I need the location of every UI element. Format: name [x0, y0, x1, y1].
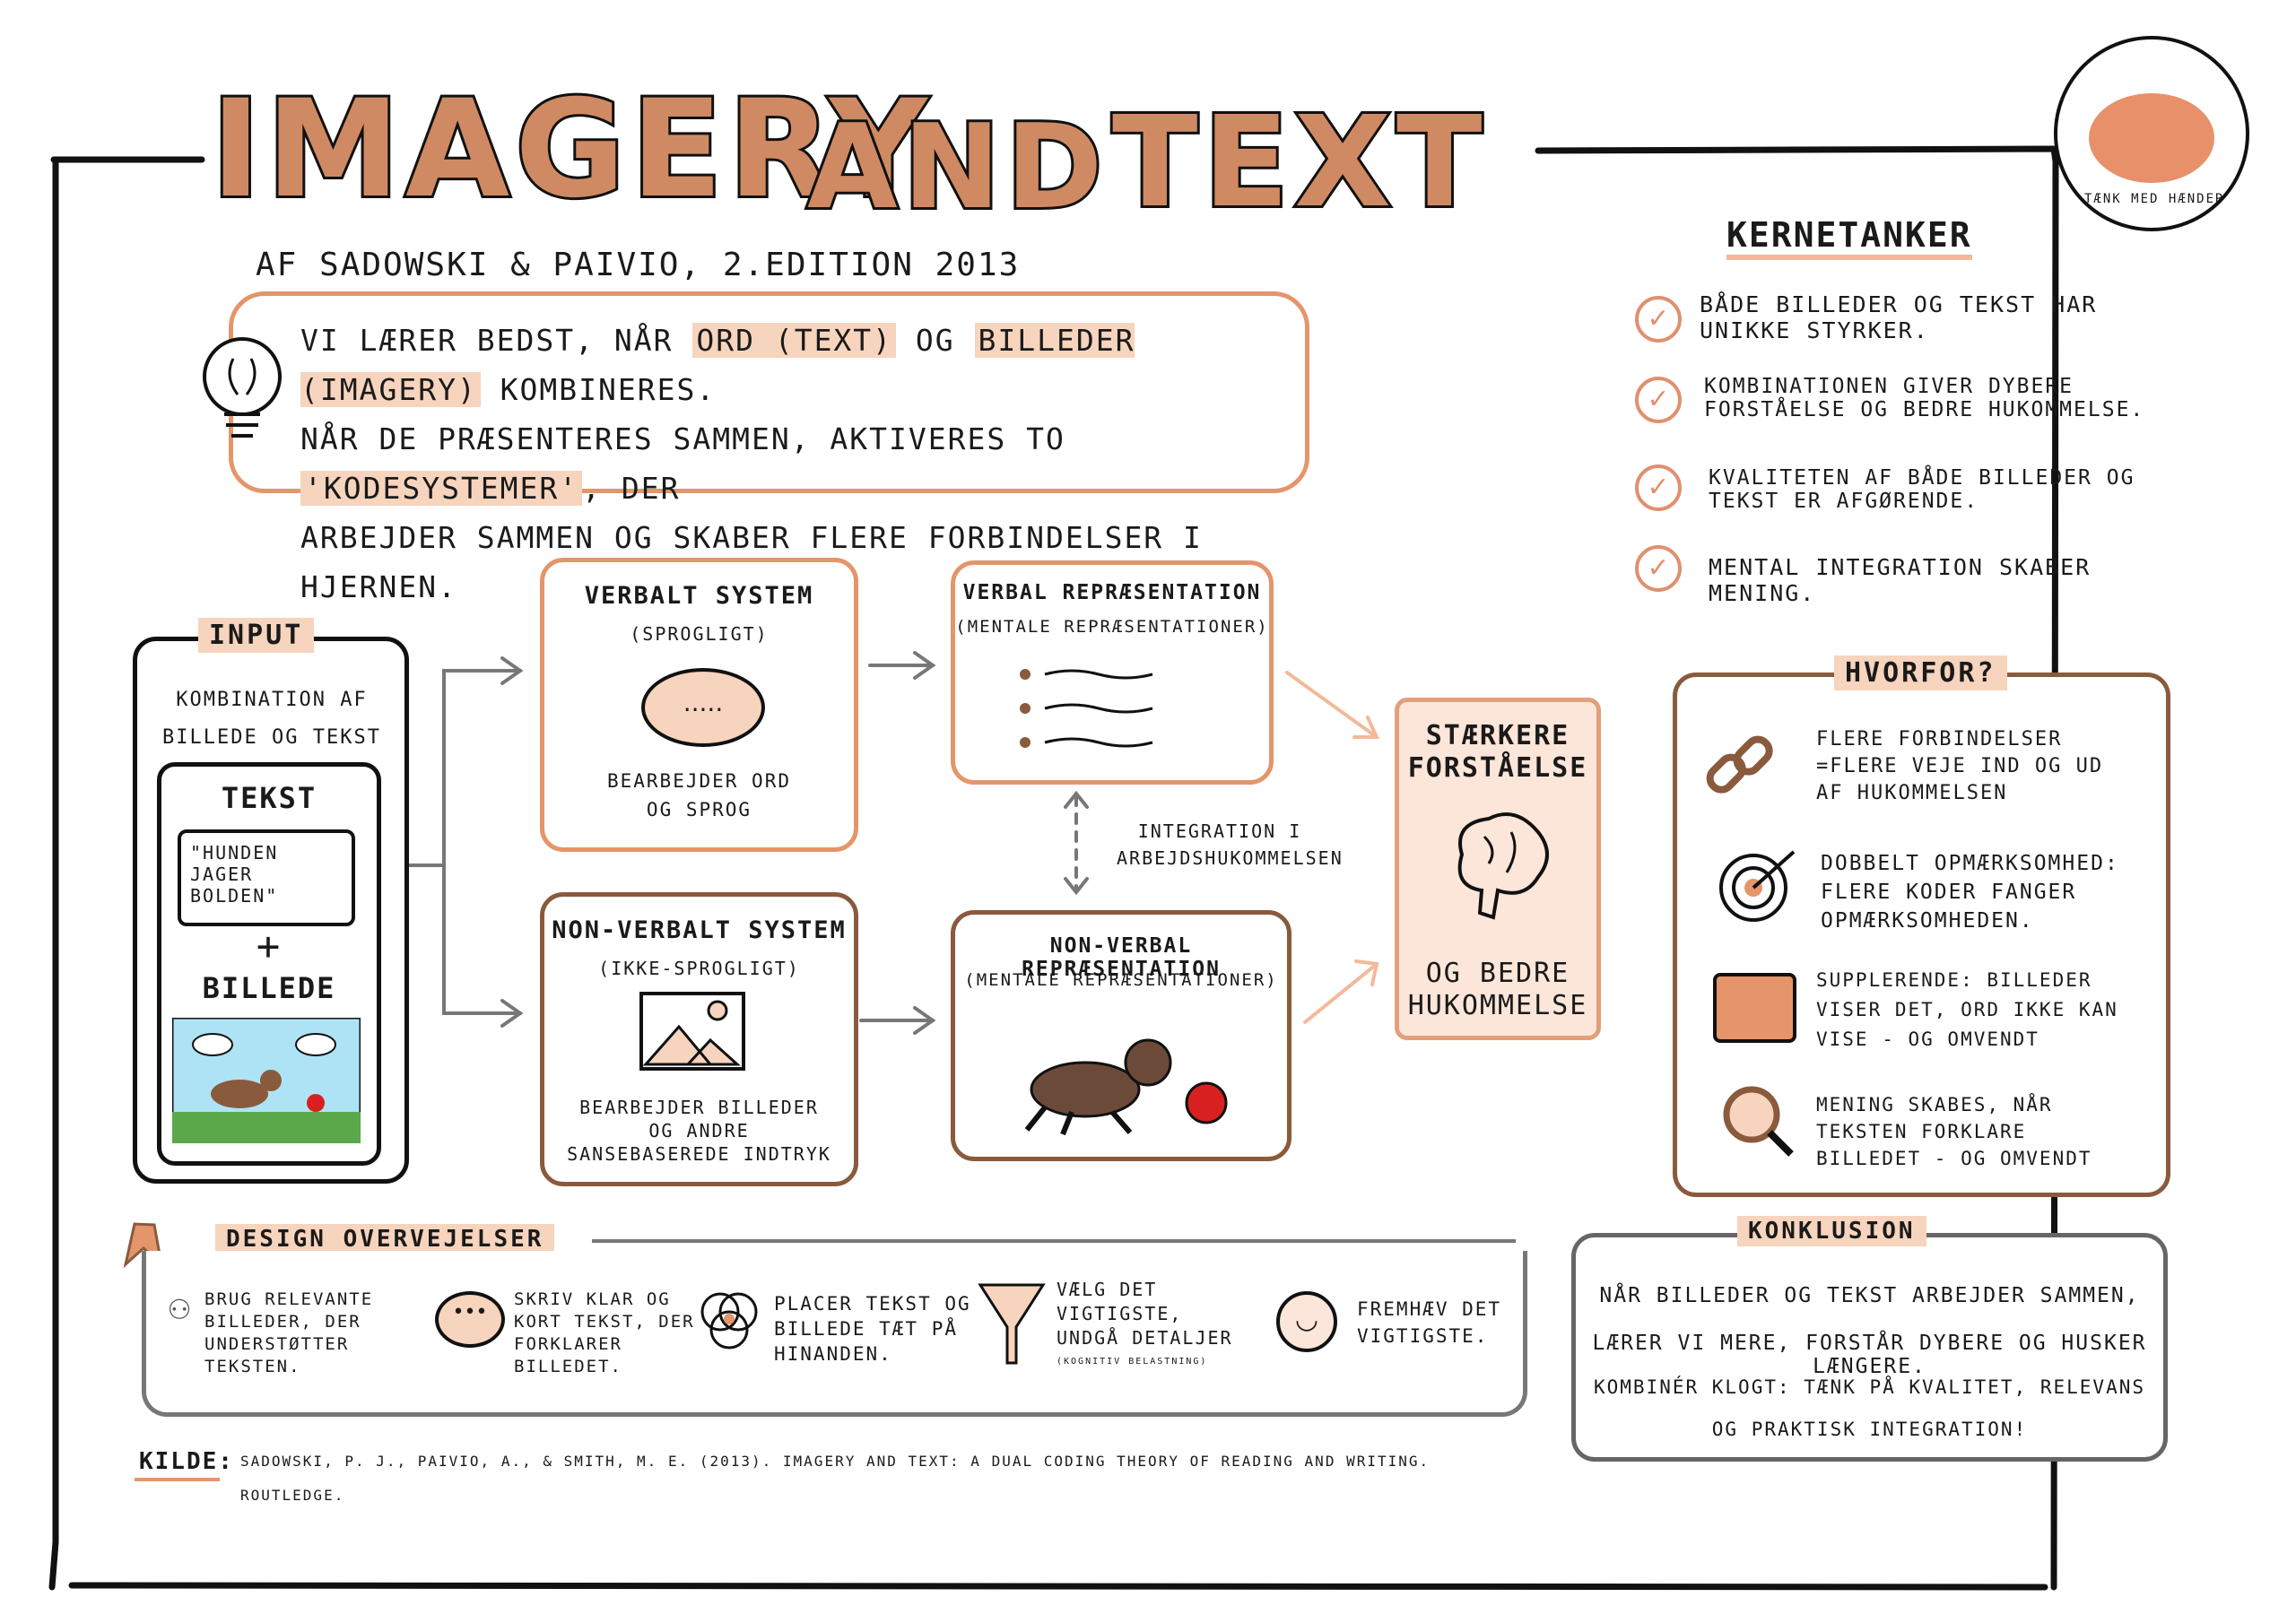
design-item-3: PLACER TEKST OG BILLEDE TÆT PÅ HINANDEN.: [774, 1293, 971, 1365]
dog-ball-icon: [1024, 1038, 1228, 1136]
design-item-1: BRUG RELEVANTE BILLEDER, DER UNDERSTØTTE…: [204, 1289, 374, 1376]
check-icon-4: ✓: [1635, 545, 1682, 592]
konklusion-line-1: NÅR BILLEDER OG TEKST ARBEJDER SAMMEN,: [1599, 1284, 2140, 1307]
kilde-line-1: SADOWSKI, P. J., PAIVIO, A., & SMITH, M.…: [240, 1453, 1431, 1470]
verbalt-sub: (SPROGLIGT): [630, 623, 769, 645]
brain-lightbulb-icon: [203, 337, 282, 438]
funnel-icon: [978, 1283, 1046, 1365]
kilde-label: KILDE:: [139, 1448, 234, 1475]
kernetanker-item-2: KOMBINATIONEN GIVER DYBERE FORSTÅELSE OG…: [1704, 375, 2145, 421]
konklusion-box: KONKLUSION NÅR BILLEDER OG TEKST ARBEJDE…: [1571, 1216, 2168, 1462]
brain-icon: [1457, 812, 1549, 920]
konklusion-line-2: LÆRER VI MERE, FORSTÅR DYBERE OG HUSKER …: [1592, 1332, 2147, 1378]
hvorfor-tag: HVORFOR?: [1834, 655, 2007, 690]
hvorfor-item-4: MENING SKABES, NÅR TEKSTEN FORKLARE BILL…: [1816, 1094, 2092, 1169]
verbalt-box: VERBALT SYSTEM (SPROGLIGT) ..... BEARBEJ…: [540, 558, 858, 852]
input-tag: INPUT: [198, 618, 315, 653]
design-item-2: SKRIV KLAR OG KORT TEKST, DER FORKLARER …: [514, 1289, 695, 1376]
venn-icon: [700, 1292, 758, 1350]
design-item-4-note: (KOGNITIV BELASTNING): [1057, 1357, 1208, 1367]
nonverbal-rep-sub: (MENTALE REPRÆSENTATIONER): [964, 970, 1278, 990]
title-and: AND: [804, 96, 1109, 238]
nonverbal-rep-box: NON-VERBAL REPRÆSENTATION (MENTALE REPRÆ…: [951, 910, 1292, 1161]
nonverbalt-title: NON-VERBALT SYSTEM: [552, 916, 847, 944]
konklusion-tag: KONKLUSION: [1737, 1216, 1926, 1246]
puzzle-icon: [1713, 973, 1796, 1043]
speech-bubble-icon-2: •••: [435, 1291, 505, 1348]
chain-link-icon: [1706, 735, 1773, 794]
result-box: STÆRKERE FORSTÅELSE OG BEDRE HUKOMMELSE: [1395, 698, 1601, 1040]
smiley-icon: ◡: [1276, 1291, 1337, 1352]
logo: TÆNK MED HÆNDERNE: [2054, 36, 2249, 231]
input-caption: KOMBINATION AF BILLEDE OG TEKST: [162, 689, 381, 749]
nonverbal-rep-title: NON-VERBAL REPRÆSENTATION: [1022, 934, 1221, 981]
people-icon: ⚇: [169, 1287, 193, 1328]
nonverbalt-box: NON-VERBALT SYSTEM (IKKE-SPROGLIGT) BEAR…: [540, 892, 858, 1186]
design-item-4: VÆLG DET VIGTIGSTE, UNDGÅ DETALJER: [1057, 1279, 1233, 1349]
verbal-rep-title: VERBAL REPRÆSENTATION: [962, 581, 1262, 604]
integration-label: INTEGRATION I ARBEJDSHUKOMMELSEN: [1117, 820, 1344, 869]
check-icon-1: ✓: [1635, 296, 1682, 343]
nonverbalt-sub: (IKKE-SPROGLIGT): [598, 958, 800, 979]
hvorfor-item-2: DOBBELT OPMÆRKSOMHED: FLERE KODER FANGER…: [1821, 852, 2119, 933]
tekst-label: TEKST: [221, 781, 317, 815]
result-top: STÆRKERE FORSTÅELSE: [1407, 720, 1588, 784]
verbalt-title: VERBALT SYSTEM: [584, 582, 814, 610]
design-box: ⚇ BRUG RELEVANTE BILLEDER, DER UNDERSTØT…: [142, 1251, 1527, 1417]
title-imagery: IMAGERY: [208, 69, 933, 230]
intro-line-2: Når de præsenteres sammen, aktiveres to …: [300, 421, 1065, 506]
subtitle: AF SADOWSKI & PAIVIO, 2.EDITION 2013: [256, 247, 1021, 283]
billede-label: BILLEDE: [202, 971, 336, 1005]
design-item-5: FREMHÆV DET VIGTIGSTE.: [1357, 1298, 1502, 1347]
kilde-line-2: ROUTLEDGE.: [240, 1487, 345, 1504]
check-icon-3: ✓: [1635, 464, 1682, 511]
image-icon: [639, 992, 745, 1071]
text-lines-icon: [1020, 669, 1153, 748]
hvorfor-item-1: FLERE FORBINDELSER =FLERE VEJE IND OG UD…: [1816, 728, 2104, 804]
kernetanker-item-4: MENTAL INTEGRATION SKABER MENING.: [1709, 554, 2092, 606]
kernetanker-item-3: KVALITETEN AF BÅDE BILLEDER OG TEKST ER …: [1709, 466, 2135, 513]
input-box: INPUT KOMBINATION AF BILLEDE OG TEKST TE…: [133, 618, 409, 1184]
logo-text-2: MED: [2131, 192, 2160, 206]
title-text: TEXT: [1109, 87, 1488, 239]
konklusion-line-3: KOMBINÉR KLOGT: TÆNK PÅ KVALITET, RELEVA…: [1593, 1376, 2145, 1398]
verbal-rep-box: VERBAL REPRÆSENTATION (MENTALE REPRÆSENT…: [951, 560, 1274, 785]
intro-line-3: arbejder sammen og skaber flere forbinde…: [300, 520, 1203, 604]
logo-text-1: TÆNK: [2084, 192, 2122, 206]
input-inner-frame: TEKST "HUNDEN JAGER BOLDEN" + BILLEDE: [157, 762, 381, 1166]
dog-picture: [172, 1018, 361, 1143]
hvorfor-item-3: SUPPLERENDE: BILLEDER VISER DET, ORD IKK…: [1816, 969, 2118, 1050]
plus-sign: +: [256, 924, 283, 969]
nonverbalt-desc: BEARBEJDER BILLEDER OG ANDRE SANSEBASERE…: [567, 1097, 831, 1165]
speech-bubble-icon: .....: [641, 668, 765, 747]
result-bottom: OG BEDRE HUKOMMELSE: [1407, 958, 1588, 1021]
quote-bubble: "HUNDEN JAGER BOLDEN": [178, 829, 355, 926]
target-icon: [1719, 850, 1796, 922]
design-heading: DESIGN OVERVEJELSER: [215, 1224, 555, 1254]
logo-text-3: HÆNDERNE: [2168, 192, 2244, 206]
kernetanker-item-1: BÅDE BILLEDER OG TEKST HAR UNIKKE STYRKE…: [1700, 291, 2098, 343]
konklusion-line-4: OG PRAKTISK INTEGRATION!: [1711, 1419, 2028, 1440]
verbal-rep-sub: (MENTALE REPRÆSENTATIONER): [955, 617, 1269, 637]
intro-box: Vi lærer bedst, når ord (text) og billed…: [203, 291, 1309, 604]
hvorfor-box: HVORFOR? FLERE FORBINDELSER =FLERE VEJE …: [1673, 655, 2170, 1197]
magnifier-icon: [1723, 1086, 1794, 1157]
verbalt-desc: BEARBEJDER ORD OG SPROG: [606, 770, 791, 820]
intro-line-1: Vi lærer bedst, når ord (text) og billed…: [300, 323, 1135, 407]
kernetanker-heading: KERNETANKER: [1726, 215, 1972, 260]
check-icon-2: ✓: [1635, 377, 1682, 423]
